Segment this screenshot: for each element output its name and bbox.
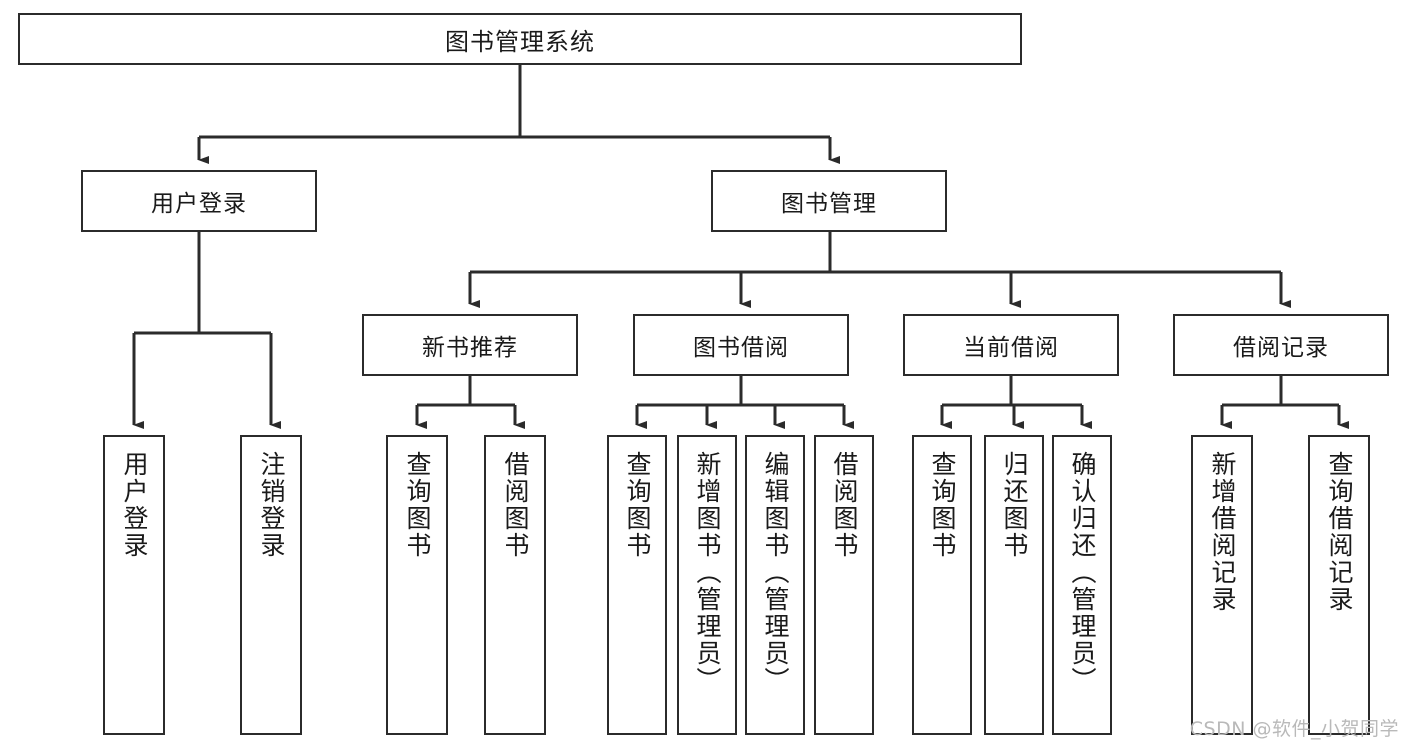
- leaf-query-book-borrow[interactable]: 查询图书: [607, 435, 667, 735]
- leaf-add-borrow-record[interactable]: 新增借阅记录: [1191, 435, 1253, 735]
- node-label: 借阅图书: [830, 451, 859, 559]
- node-label: 图书借阅: [693, 335, 789, 361]
- node-label: 图书管理: [781, 191, 877, 217]
- node-label: 当前借阅: [963, 335, 1059, 361]
- node-root-system[interactable]: 图书管理系统: [18, 13, 1022, 65]
- new-book-to-leaves-connectors: [415, 376, 525, 429]
- leaf-query-book-current[interactable]: 查询图书: [912, 435, 972, 735]
- node-user-login[interactable]: 用户登录: [81, 170, 317, 232]
- leaf-user-login[interactable]: 用户登录: [103, 435, 165, 735]
- node-label: 用户登录: [120, 451, 149, 559]
- node-label: 用户登录: [151, 191, 247, 217]
- node-label: 图书管理系统: [445, 27, 595, 56]
- book-management-to-level3-connectors: [468, 232, 1291, 308]
- node-label: 归还图书: [1000, 451, 1029, 559]
- node-label: 查询图书: [928, 451, 957, 559]
- node-label: 注销登录: [257, 451, 286, 559]
- current-borrow-to-leaves-connectors: [940, 376, 1092, 429]
- node-label: 新增图书（管理员）: [693, 451, 722, 694]
- node-current-borrow[interactable]: 当前借阅: [903, 314, 1119, 376]
- borrow-record-to-leaves-connectors: [1220, 376, 1349, 429]
- leaf-borrow-book[interactable]: 借阅图书: [814, 435, 874, 735]
- node-borrow-record[interactable]: 借阅记录: [1173, 314, 1389, 376]
- node-label: 新书推荐: [422, 335, 518, 361]
- node-book-management[interactable]: 图书管理: [711, 170, 947, 232]
- node-book-borrow[interactable]: 图书借阅: [633, 314, 849, 376]
- node-label: 编辑图书（管理员）: [761, 451, 790, 694]
- node-label: 借阅图书: [501, 451, 530, 559]
- user-login-to-leaves-connectors: [132, 232, 281, 429]
- leaf-return-book[interactable]: 归还图书: [984, 435, 1044, 735]
- leaf-user-logout[interactable]: 注销登录: [240, 435, 302, 735]
- node-label: 查询图书: [403, 451, 432, 559]
- node-label: 确认归还（管理员）: [1068, 451, 1097, 694]
- node-new-book-recommend[interactable]: 新书推荐: [362, 314, 578, 376]
- root-to-level2-connectors: [197, 65, 840, 164]
- node-label: 借阅记录: [1233, 335, 1329, 361]
- watermark-text: CSDN @软件_小贺同学: [1189, 718, 1399, 740]
- leaf-query-book-recommend[interactable]: 查询图书: [386, 435, 448, 735]
- leaf-query-borrow-record[interactable]: 查询借阅记录: [1308, 435, 1370, 735]
- node-label: 查询借阅记录: [1325, 451, 1354, 613]
- leaf-add-book-admin[interactable]: 新增图书（管理员）: [677, 435, 737, 735]
- node-label: 查询图书: [623, 451, 652, 559]
- leaf-edit-book-admin[interactable]: 编辑图书（管理员）: [745, 435, 805, 735]
- leaf-borrow-book-recommend[interactable]: 借阅图书: [484, 435, 546, 735]
- leaf-confirm-return-admin[interactable]: 确认归还（管理员）: [1052, 435, 1112, 735]
- node-label: 新增借阅记录: [1208, 451, 1237, 613]
- book-borrow-to-leaves-connectors: [635, 376, 854, 429]
